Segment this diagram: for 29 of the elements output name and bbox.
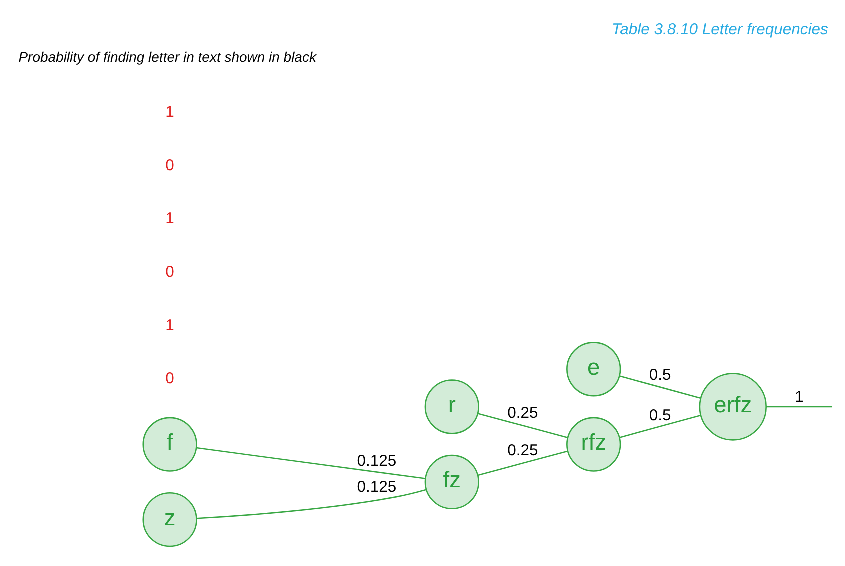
label: 0 [166, 264, 174, 282]
node-circle: fz [424, 454, 480, 510]
edge-label: 0.125 [357, 479, 397, 496]
label: Probability of finding letter in text shown in black [18, 49, 316, 66]
node-circle: f [142, 417, 198, 472]
diagram-title: Table 3.8.10 Letter frequencies [612, 22, 828, 39]
edge-label: 0.5 [649, 367, 672, 384]
label: 1 [166, 104, 174, 121]
edge-label: 0.25 [508, 404, 538, 422]
edge-label: 0.125 [357, 452, 397, 470]
edge-label: 0.25 [508, 442, 538, 460]
label: 0 [166, 370, 174, 388]
connector [766, 406, 832, 408]
connector [620, 376, 702, 400]
node-circle: e [566, 342, 622, 397]
node-circle: z [142, 492, 198, 548]
connector [478, 450, 568, 476]
connector [478, 413, 568, 438]
node-circle: rfz [566, 417, 622, 472]
edge-label: 0.5 [649, 407, 672, 424]
label: 1 [166, 317, 174, 334]
edge-label: 1 [795, 389, 804, 406]
connector [196, 489, 427, 520]
connector [620, 414, 702, 438]
connector [196, 447, 426, 480]
label: 1 [166, 210, 174, 228]
node-circle: r [424, 380, 480, 434]
node-circle: erfz [699, 373, 767, 441]
label: 0 [166, 157, 174, 174]
